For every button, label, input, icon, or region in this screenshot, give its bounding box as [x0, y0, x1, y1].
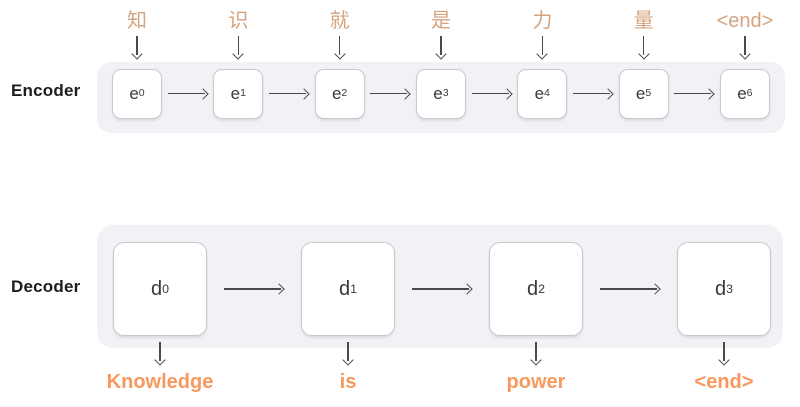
arrow-down-icon: [155, 342, 166, 365]
encoder-input-cell-1: 识: [213, 9, 263, 59]
arrow-down-icon: [233, 36, 244, 59]
encoder-label: Encoder: [11, 81, 81, 100]
arrow-down-icon: [638, 36, 649, 59]
arrow-right-icon: [674, 89, 714, 99]
encoder-input-row: 知 识 就 是 力 量 <end>: [97, 9, 785, 59]
arrow-down-icon: [537, 36, 548, 59]
input-token-label: <end>: [716, 10, 774, 32]
cell-subscript: 2: [341, 87, 348, 100]
input-token-label: 知: [127, 10, 147, 32]
encoder-input-cell-6: <end>: [717, 9, 773, 59]
input-token-label: 量: [633, 10, 654, 32]
cell-subscript: 1: [350, 281, 358, 296]
cell-subscript: 2: [538, 281, 546, 296]
cell-base: e: [737, 83, 747, 103]
arrow-right-icon: [224, 284, 284, 294]
cell-base: e: [230, 83, 241, 103]
encoder-input-cell-2: 就: [315, 9, 365, 59]
cell-base: e: [129, 83, 139, 103]
arrow-right-icon: [412, 284, 472, 294]
input-token-label: 是: [430, 10, 451, 32]
input-token-label: 就: [329, 10, 350, 32]
arrow-right-icon: [572, 89, 613, 99]
cell-subscript: 3: [726, 281, 734, 296]
arrow-right-icon: [268, 89, 309, 99]
arrow-down-icon: [739, 36, 750, 59]
output-token-label: power: [506, 371, 566, 393]
decoder-output-cell-3: <end>: [677, 342, 771, 393]
cell-subscript: 4: [544, 87, 550, 100]
cell-subscript: 1: [240, 87, 246, 100]
cell-base: e: [433, 83, 443, 103]
decoder-label: Decoder: [11, 277, 81, 296]
output-token-label: is: [339, 371, 357, 393]
arrow-right-icon: [600, 284, 660, 294]
output-token-label: Knowledge: [106, 371, 214, 393]
arrow-right-icon: [471, 89, 512, 99]
arrow-down-icon: [435, 36, 446, 59]
encoder-input-cell-5: 量: [619, 9, 669, 59]
cell-base: e: [635, 83, 646, 103]
arrow-right-icon: [370, 89, 410, 99]
arrow-down-icon: [132, 36, 143, 59]
arrow-right-icon: [167, 89, 208, 99]
arrow-down-icon: [531, 342, 542, 365]
input-token-label: 力: [532, 10, 553, 32]
encoder-input-cell-3: 是: [416, 9, 466, 59]
decoder-output-cell-2: power: [489, 342, 583, 393]
cell-subscript: 6: [746, 87, 753, 100]
cell-subscript: 3: [442, 87, 449, 100]
output-token-label: <end>: [694, 371, 754, 393]
cell-base: d: [526, 277, 539, 300]
cell-base: d: [714, 277, 727, 300]
cell-subscript: 0: [138, 87, 145, 100]
encoder-input-cell-0: 知: [112, 9, 162, 59]
encoder-input-cell-4: 力: [517, 9, 567, 59]
arrow-down-icon: [343, 342, 354, 365]
cell-subscript: 0: [162, 281, 170, 296]
arrow-down-icon: [719, 342, 730, 365]
arrow-down-icon: [334, 36, 345, 59]
decoder-output-cell-1: is: [301, 342, 395, 393]
decoder-output-cell-0: Knowledge: [107, 342, 213, 393]
cell-base: d: [150, 277, 163, 300]
decoder-output-row: Knowledge is power <end>: [107, 342, 771, 393]
cell-subscript: 5: [645, 87, 652, 100]
input-token-label: 识: [228, 10, 249, 32]
cell-base: e: [534, 83, 545, 103]
cell-base: d: [338, 277, 351, 300]
cell-base: e: [331, 83, 342, 103]
